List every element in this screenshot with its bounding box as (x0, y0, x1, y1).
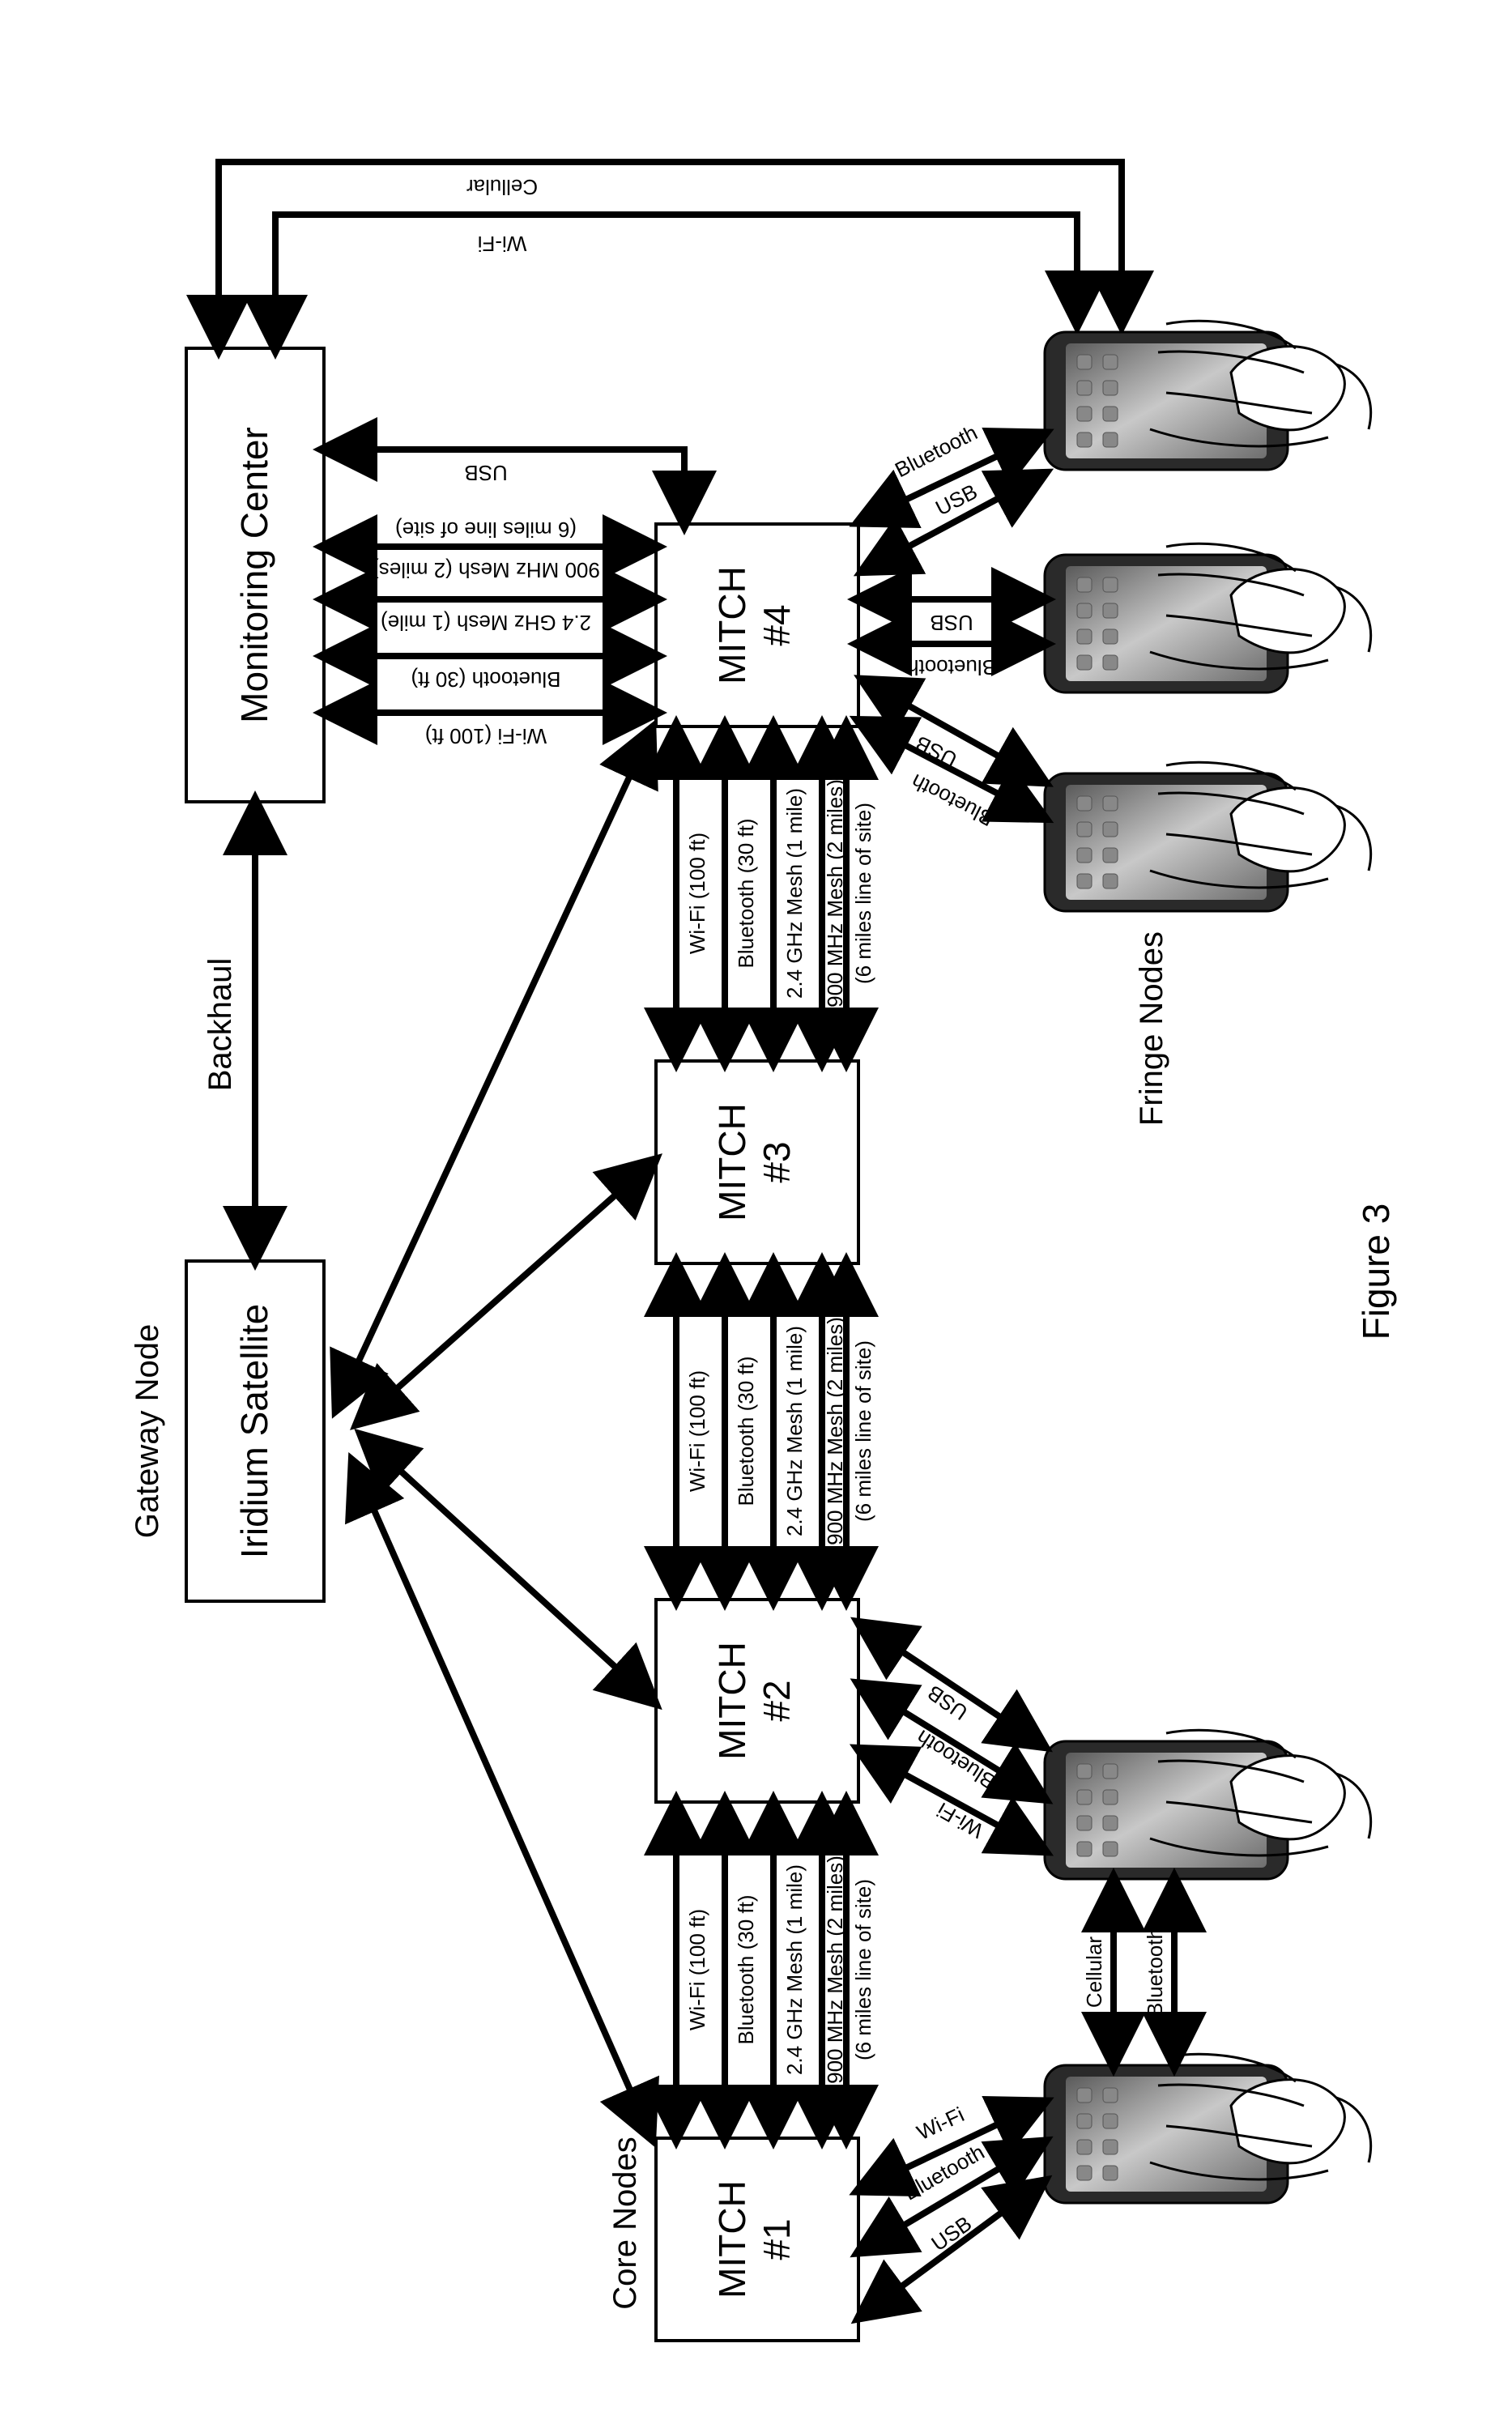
top-cellular-label: Cellular (466, 175, 538, 199)
mitch3-label: MITCH (711, 1103, 753, 1221)
m4mc-bluetooth-label: Bluetooth (30 ft) (411, 667, 561, 692)
mesh23-bluetooth-label: Bluetooth (30 ft) (734, 1357, 758, 1506)
top-wifi-label: Wi-Fi (478, 232, 527, 256)
mesh12-los-label: (6 miles line of site) (851, 1879, 875, 2060)
mitch2-number: #2 (756, 1680, 798, 1721)
mesh23-900mhz-label: 900 MHz Mesh (2 miles) (823, 1317, 847, 1545)
gateway-node-label: Gateway Node (130, 1324, 165, 1539)
sat-mitch3-arrow (364, 1166, 648, 1417)
mesh23-los-label: (6 miles line of site) (851, 1340, 875, 1522)
phone-top (1045, 321, 1371, 470)
sat-mitch1-arrow (356, 1470, 648, 2130)
m4mc-900mhz-label: 900 MHz Mesh (2 miles) (372, 558, 600, 582)
phone-phone-cellular-label: Cellular (1082, 1936, 1106, 2008)
mesh34-wifi-label: Wi-Fi (100 ft) (685, 833, 709, 954)
mitch4-label: MITCH (711, 566, 753, 684)
phone-m2 (1045, 1730, 1371, 1879)
mesh34-900mhz-label: 900 MHz Mesh (2 miles) (823, 779, 847, 1008)
mesh12-bluetooth-label: Bluetooth (30 ft) (734, 1895, 758, 2045)
monitoring-center-label: Monitoring Center (233, 427, 275, 723)
mitch2-label: MITCH (711, 1642, 753, 1760)
fringe-nodes-label: Fringe Nodes (1134, 931, 1169, 1126)
mitch1-number: #1 (756, 2218, 798, 2260)
m1-phone-usb (867, 2187, 1037, 2312)
mitch3-number: #3 (756, 1141, 798, 1182)
m2-phone-usb-label: USB (922, 1681, 972, 1725)
phone-m1 (1045, 2054, 1371, 2203)
m4-phone-mid-usb-label: USB (930, 611, 973, 635)
mitch1-label: MITCH (711, 2180, 753, 2299)
m4-phone-mid-bluetooth-label: Bluetooth (907, 655, 996, 680)
cellular-link (219, 162, 1122, 340)
mesh23-24ghz-label: 2.4 GHz Mesh (1 mile) (782, 1326, 807, 1536)
m4mc-wifi-label: Wi-Fi (100 ft) (425, 724, 547, 748)
phone-m4-bottom (1045, 762, 1371, 911)
mesh12-900mhz-label: 900 MHz Mesh (2 miles) (823, 1855, 847, 2084)
m1-phone-wifi-label: Wi-Fi (913, 2102, 968, 2145)
core-nodes-label: Core Nodes (607, 2137, 643, 2309)
mesh23-wifi-label: Wi-Fi (100 ft) (685, 1370, 709, 1492)
backhaul-label: Backhaul (202, 958, 238, 1092)
mesh34-24ghz-label: 2.4 GHz Mesh (1 mile) (782, 788, 807, 999)
m2-phone-usb (867, 1628, 1037, 1741)
mesh12-wifi-label: Wi-Fi (100 ft) (685, 1909, 709, 2030)
phone-m4-middle (1045, 543, 1371, 692)
mesh34-bluetooth-label: Bluetooth (30 ft) (734, 819, 758, 969)
satellite-label: Iridium Satellite (233, 1304, 275, 1558)
phone-phone-bluetooth-label: Bluetooth (1143, 1928, 1167, 2017)
m4mc-24ghz-label: 2.4 GHz Mesh (1 mile) (381, 611, 591, 635)
m4-phone-bot-usb-label: USB (911, 731, 960, 773)
m4mc-usb-label: USB (464, 461, 507, 485)
m4mc-los-label: (6 miles line of site) (395, 518, 577, 542)
wifi-link (275, 215, 1077, 340)
mesh12-24ghz-label: 2.4 GHz Mesh (1 mile) (782, 1864, 807, 2075)
m4-phone-bot-bluetooth-label: Bluetooth (907, 769, 998, 832)
figure-caption: Figure 3 (1355, 1204, 1397, 1340)
sat-mitch2-arrow (368, 1442, 648, 1697)
mesh34-los-label: (6 miles line of site) (851, 803, 875, 984)
mitch4-number: #4 (756, 604, 798, 645)
